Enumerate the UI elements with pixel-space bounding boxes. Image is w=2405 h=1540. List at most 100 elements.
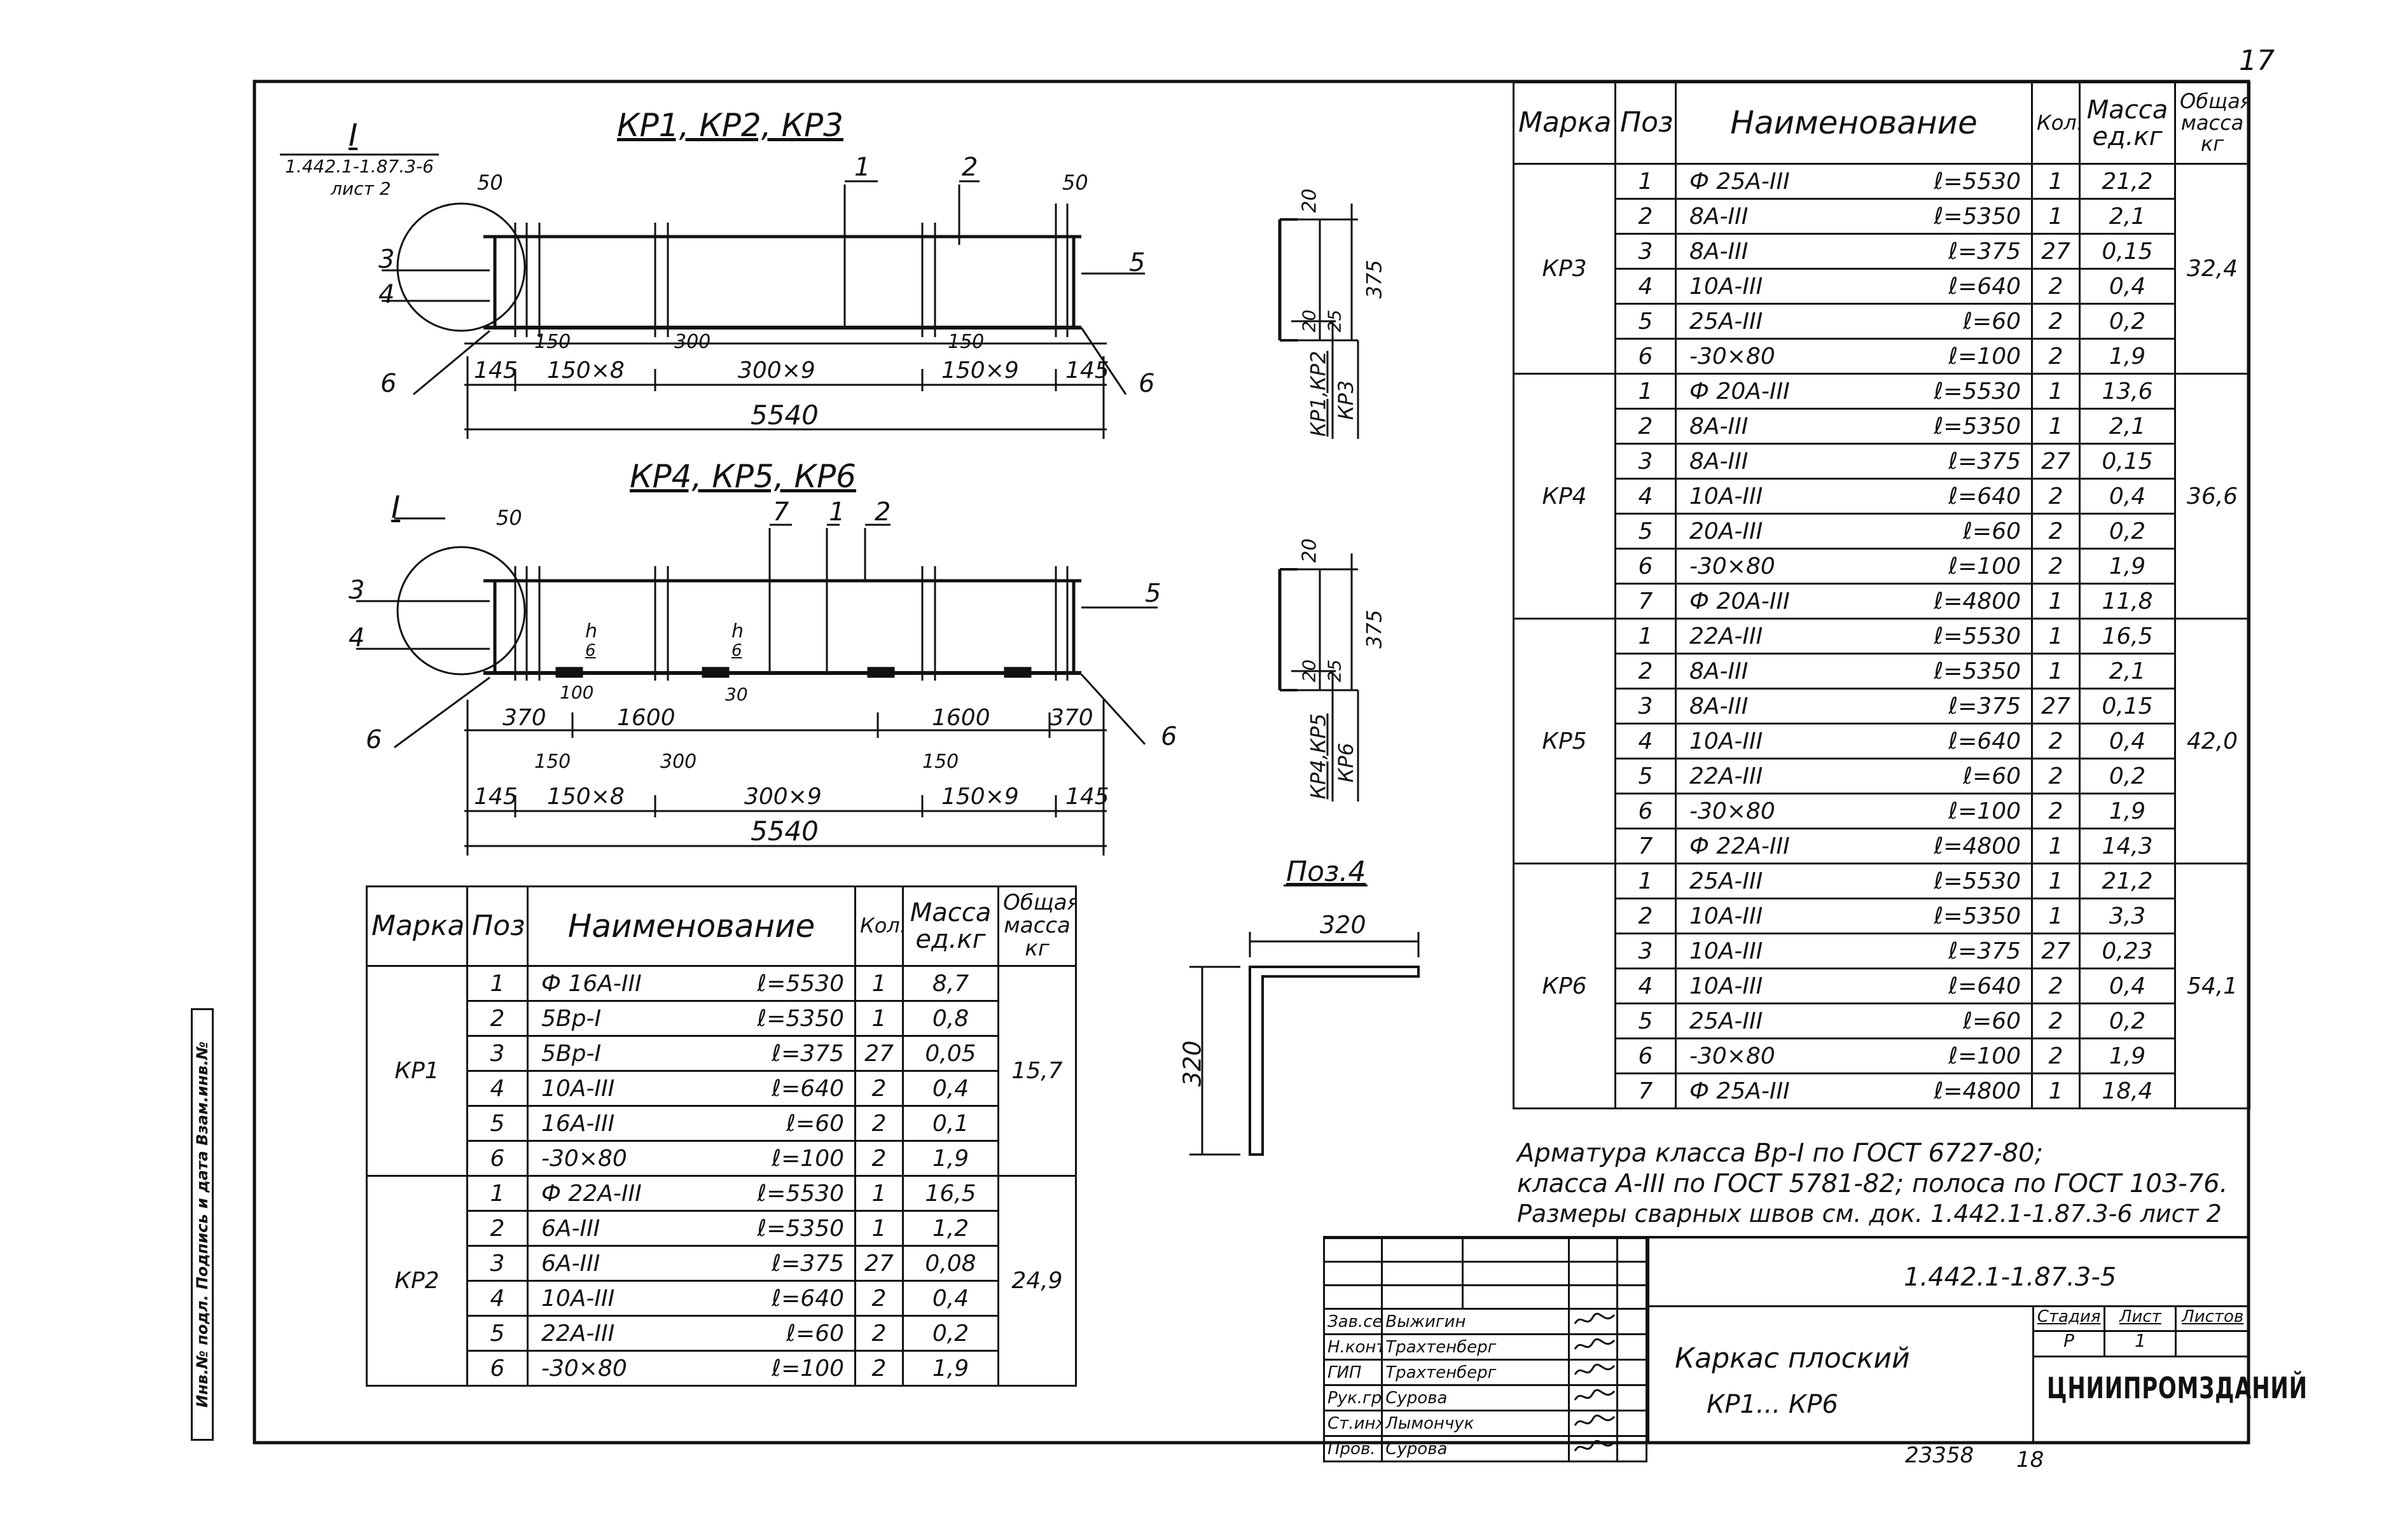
weld-6-2: 6 xyxy=(731,641,742,660)
spec-mass: 0,2 xyxy=(2079,1002,2176,1039)
spec-length: ℓ=100 xyxy=(1948,553,2021,579)
dim2-30: 30 xyxy=(725,684,748,705)
spec-mass: 11,8 xyxy=(2079,583,2176,620)
section-1-lines xyxy=(1278,204,1359,439)
signature-blank-cell xyxy=(1381,1261,1464,1286)
signature-blank-cell xyxy=(1568,1284,1619,1310)
section2-label2: КР6 xyxy=(1334,742,1359,783)
spec-name: -30×80 xyxy=(1689,553,1775,579)
section1-d25: 25 xyxy=(1324,309,1345,333)
spec-mass: 1,9 xyxy=(2079,338,2176,375)
signature-date xyxy=(1616,1384,1647,1412)
spec-qty: 2 xyxy=(2031,758,2081,794)
signature-row: Н.контр.Трахтенберг xyxy=(1322,1333,1647,1361)
spec-name: 10А-III xyxy=(1689,483,1763,510)
spec-pos: 1 xyxy=(466,965,529,1002)
spec-mass: 18,4 xyxy=(2079,1072,2176,1109)
drawing2-title: КР4, КР5, КР6 xyxy=(630,458,856,495)
spec-length: ℓ=640 xyxy=(1948,483,2021,510)
spec-length: ℓ=60 xyxy=(1963,763,2021,789)
pos-label-4: 4 xyxy=(378,280,395,309)
spec-qty: 27 xyxy=(854,1035,904,1072)
spec-qty: 1 xyxy=(2031,198,2081,235)
spec-pos: 3 xyxy=(1614,443,1677,480)
spec-name: 6А-III xyxy=(541,1250,600,1277)
title-block: Зав.сек.ВыжигинН.контр.ТрахтенбергГИПТра… xyxy=(1322,1237,2307,1462)
signature-name: Выжигин xyxy=(1381,1308,1570,1335)
col-qty-r: Кол. xyxy=(2031,81,2081,165)
signature-role: Пров. xyxy=(1322,1435,1383,1462)
spec-name: 8А-III xyxy=(1689,658,1749,684)
spec-mass: 1,2 xyxy=(902,1210,999,1247)
spec-qty: 2 xyxy=(2031,513,2081,550)
spec-name: 8А-III xyxy=(1689,413,1749,440)
spec-qty: 27 xyxy=(2031,933,2081,969)
spec-mass: 0,4 xyxy=(2079,268,2176,305)
dim2-i150b: 150 xyxy=(922,751,959,773)
col-mark-r: Марка xyxy=(1513,81,1616,165)
spec-name-cell: 10А-III ℓ=375 xyxy=(1675,933,2033,969)
spec-pos: 5 xyxy=(1614,513,1677,550)
signature-row: Рук.гр.Сурова xyxy=(1322,1384,1647,1412)
spec-pos: 7 xyxy=(1614,828,1677,864)
spec-length: ℓ=5530 xyxy=(1934,868,2021,894)
spec-name: -30×80 xyxy=(541,1355,627,1382)
signature-blank-cell xyxy=(1461,1237,1570,1263)
spec-length: ℓ=375 xyxy=(1948,938,2021,964)
spec-mass: 0,15 xyxy=(2079,688,2176,725)
pos-label-2b: 2 xyxy=(875,497,891,527)
dim-seg-2: 150×8 xyxy=(547,357,625,384)
spec-qty: 1 xyxy=(854,1175,904,1212)
spec-name: 8А-III xyxy=(1689,203,1749,230)
spec-name: -30×80 xyxy=(541,1145,627,1172)
spec-total-mass: 32,4 xyxy=(2174,163,2250,375)
spec-mass: 0,05 xyxy=(902,1035,999,1072)
spec-mark: КР5 xyxy=(1513,618,1616,864)
spec-length: ℓ=100 xyxy=(1948,343,2021,370)
spec-length: ℓ=375 xyxy=(772,1040,844,1067)
signature-blank-cell xyxy=(1616,1261,1647,1286)
signature-blank-row xyxy=(1322,1284,1647,1310)
spec-pos: 1 xyxy=(1614,373,1677,410)
note-line-1: Арматура класса Вр-I по ГОСТ 6727-80; xyxy=(1517,1139,2044,1168)
handwritten-signature-icon xyxy=(1574,1414,1616,1426)
spec-pos: 5 xyxy=(1614,303,1677,340)
spec-qty: 2 xyxy=(2031,723,2081,760)
dim-seg-3: 300×9 xyxy=(738,357,815,384)
spec-name: Ф 16А-III xyxy=(541,970,642,997)
dim-seg-5: 145 xyxy=(1065,357,1109,384)
spec-name: Ф 25А-III xyxy=(1689,1078,1790,1104)
spec-mass: 0,2 xyxy=(2079,513,2176,550)
spec-mass: 0,08 xyxy=(902,1245,999,1282)
dim-seg-1: 145 xyxy=(474,357,518,384)
col-total: Общая масса кг xyxy=(997,885,1077,967)
spec-mass: 0,1 xyxy=(902,1105,999,1142)
spec-qty: 2 xyxy=(2031,793,2081,829)
dim-top-left: 50 xyxy=(477,170,503,195)
spec-qty: 1 xyxy=(854,1000,904,1037)
spec-name: 10А-III xyxy=(1689,938,1763,964)
section1-label1: КР1,КР2 xyxy=(1306,350,1331,437)
spec-mass: 0,4 xyxy=(2079,478,2176,515)
spec-pos: 6 xyxy=(1614,1037,1677,1074)
col-qty: Кол. xyxy=(854,885,904,967)
dim-total-2: 5540 xyxy=(751,815,819,847)
signature-role: Н.контр. xyxy=(1322,1333,1383,1361)
